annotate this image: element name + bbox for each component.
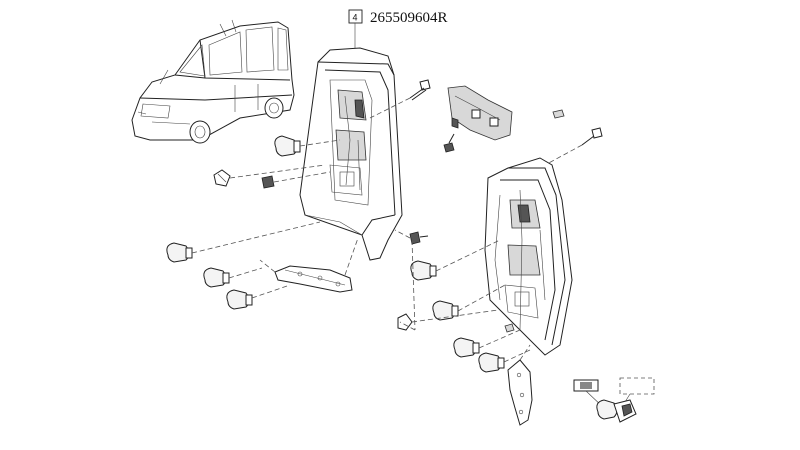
detail-marker bbox=[580, 382, 592, 389]
bracket-screw bbox=[443, 133, 455, 153]
screw-right-top bbox=[581, 127, 603, 146]
left-lamp-gasket bbox=[274, 265, 353, 293]
screw-left-top bbox=[409, 79, 431, 101]
part-number: 265509604R bbox=[370, 10, 448, 26]
part-number-label: 4 265509604R bbox=[348, 9, 448, 50]
bulb-right-3 bbox=[453, 337, 480, 358]
clip-top-right bbox=[552, 109, 565, 119]
right-tail-lamp-housing bbox=[484, 157, 573, 356]
callout-reference: 4 bbox=[353, 13, 358, 23]
socket-left-1 bbox=[213, 169, 231, 187]
bulb-socket-detail bbox=[573, 377, 655, 423]
socket-left-2 bbox=[261, 175, 275, 189]
mounting-bracket bbox=[447, 85, 513, 141]
clip-left-bottom bbox=[409, 231, 429, 245]
bulb-right-1 bbox=[410, 260, 437, 281]
detail-box-dashed bbox=[619, 377, 655, 395]
vehicle-illustration bbox=[131, 19, 295, 144]
bulb-right-4 bbox=[478, 352, 505, 373]
bulb-left-2 bbox=[166, 242, 193, 263]
left-tail-lamp-housing bbox=[299, 47, 403, 261]
bulb-left-3 bbox=[203, 267, 230, 288]
bulb-left-1 bbox=[274, 135, 301, 157]
right-lamp-gasket bbox=[507, 359, 533, 426]
clip-right-lower bbox=[504, 323, 515, 333]
callout-box bbox=[348, 9, 363, 24]
bulb-left-4 bbox=[226, 289, 253, 310]
socket-right-1 bbox=[397, 313, 413, 331]
